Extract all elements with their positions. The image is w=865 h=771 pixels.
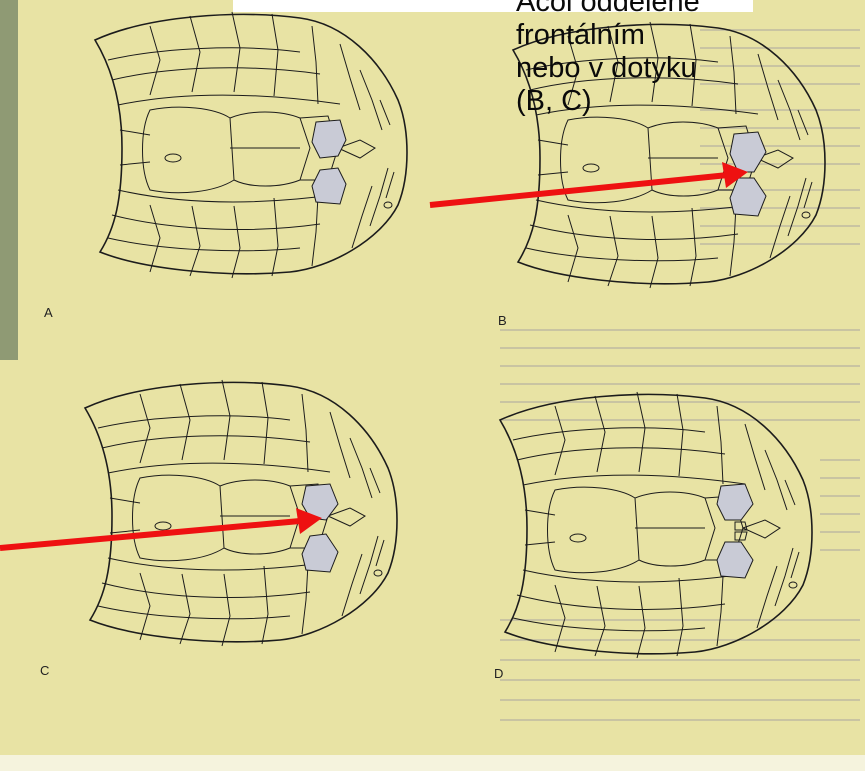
panel-label-a: A	[44, 305, 53, 320]
panel-label-b: B	[498, 313, 507, 328]
panel-label-d: D	[494, 666, 503, 681]
photo-strip	[0, 0, 18, 360]
annotation-caption: Acol oddělené frontálním nebo v dotyku (…	[516, 0, 706, 118]
panel-label-c: C	[40, 663, 49, 678]
page-bottom-margin	[0, 755, 865, 771]
